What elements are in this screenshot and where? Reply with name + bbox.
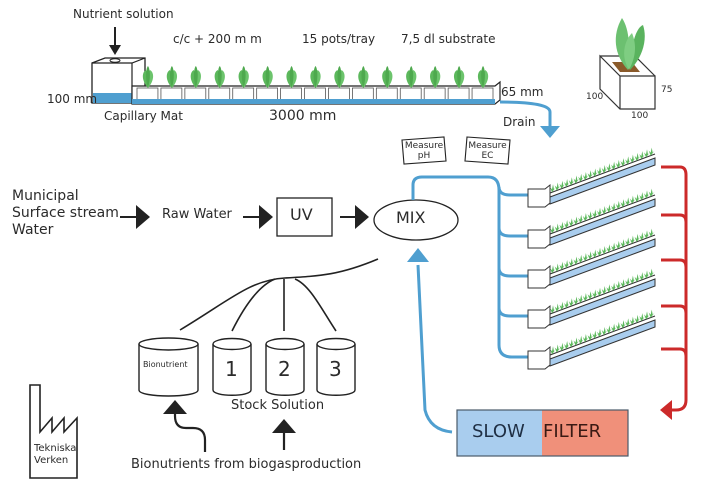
flow-arrows xyxy=(120,205,369,229)
drain-pipe xyxy=(499,100,552,130)
plant-icon xyxy=(453,66,465,88)
bionutrient-arrows xyxy=(163,400,296,452)
uv-box xyxy=(276,197,333,237)
arrow-icon xyxy=(259,205,273,229)
pot xyxy=(136,87,159,101)
gutter xyxy=(527,268,656,329)
pot xyxy=(280,87,302,101)
raw-water-label: Raw Water xyxy=(162,207,232,222)
pot-width-label: 100 xyxy=(631,111,649,121)
pot xyxy=(447,87,470,101)
tank-2-label: 2 xyxy=(278,357,291,381)
pot xyxy=(160,87,183,101)
stock-feed-lines xyxy=(179,258,379,332)
pot xyxy=(471,87,494,101)
plant-icon xyxy=(238,66,249,88)
pot xyxy=(232,87,255,101)
nutrient-solution-label: Nutrient solution xyxy=(73,7,174,21)
uv-label: UV xyxy=(290,205,313,224)
plant-icon xyxy=(310,66,321,88)
bionutrients-source-label: Bionutrients from biogasproduction xyxy=(131,457,362,472)
bionutrient-tank xyxy=(138,337,199,397)
capillary-mat xyxy=(132,99,495,104)
pot xyxy=(304,87,326,101)
plant-icon xyxy=(334,66,345,88)
filter-inlet-arrow-icon xyxy=(660,400,672,420)
pot-height-label: 75 xyxy=(661,85,673,95)
pot xyxy=(328,87,350,101)
height-left-label: 100 mm xyxy=(47,92,98,106)
drain-return-pipe xyxy=(661,165,688,412)
pot xyxy=(184,87,207,101)
drain-arrow-icon xyxy=(540,126,560,138)
substrate-label: 7,5 dl substrate xyxy=(401,32,496,46)
source-label: Municipal Surface stream Water xyxy=(12,188,119,238)
plant-icon xyxy=(382,66,393,88)
plant-icon xyxy=(190,66,201,88)
pot-detail xyxy=(599,18,656,110)
pot xyxy=(208,87,231,101)
length-label: 3000 mm xyxy=(269,108,337,124)
mix-label: MIX xyxy=(396,208,426,227)
factory-icon xyxy=(29,384,78,479)
slow-filter xyxy=(456,409,629,457)
gutter xyxy=(527,147,656,208)
up-arrow-icon xyxy=(272,419,296,433)
pot xyxy=(256,87,278,101)
gutter xyxy=(527,309,656,370)
bionutrient-tank-label: Bionutrient xyxy=(143,360,188,369)
pots-per-tray-label: 15 pots/tray xyxy=(302,32,376,46)
pot-depth-label: 100 xyxy=(586,92,604,102)
pot xyxy=(375,87,398,101)
supply-pipe xyxy=(411,175,530,434)
pot xyxy=(423,87,446,101)
tank-1-label: 1 xyxy=(225,357,238,381)
plant-icon xyxy=(262,66,273,88)
stock-solution-label: Stock Solution xyxy=(231,398,325,413)
plant-icon xyxy=(477,66,489,88)
arrow-icon xyxy=(136,205,150,229)
arrow-icon xyxy=(355,205,369,229)
stock-tank-3 xyxy=(316,337,356,396)
mix-ellipse xyxy=(373,199,459,241)
filter-label-slow: SLOW xyxy=(472,421,525,442)
measure-ec-box xyxy=(464,136,511,165)
stock-tank-2 xyxy=(265,337,305,396)
plant-icon xyxy=(142,66,154,88)
up-arrow-icon xyxy=(163,400,187,414)
height-right-label: 65 mm xyxy=(501,85,544,99)
return-arrow-icon xyxy=(407,248,429,262)
capillary-mat-label: Capillary Mat xyxy=(104,109,183,123)
plant-icon xyxy=(166,66,178,88)
plant-icon xyxy=(406,66,417,88)
gutter xyxy=(527,188,656,249)
measure-ph-box xyxy=(401,136,447,165)
drain-label: Drain xyxy=(503,115,536,129)
plant-icon xyxy=(358,66,369,88)
filter-label-filter: FILTER xyxy=(543,421,602,442)
plant-icon xyxy=(214,66,225,88)
spacing-label: c/c + 200 m m xyxy=(173,32,262,46)
plant-icon xyxy=(430,66,441,88)
pot xyxy=(399,87,422,101)
top-tray xyxy=(91,27,560,138)
plant-icon xyxy=(286,66,297,88)
pot xyxy=(351,87,374,101)
gutter-racks xyxy=(527,147,656,370)
stock-tank-1 xyxy=(212,337,252,396)
gutter xyxy=(527,228,656,289)
tank-3-label: 3 xyxy=(329,357,342,381)
